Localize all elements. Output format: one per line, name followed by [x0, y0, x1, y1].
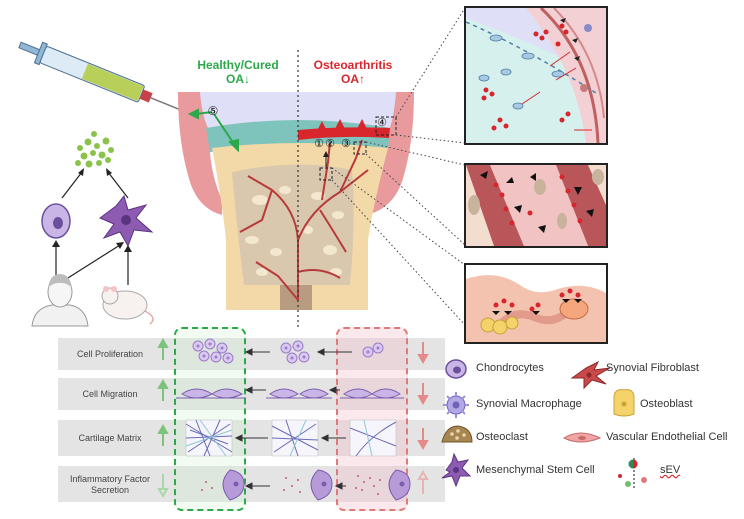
legend-synovial-fibroblast: Synovial Fibroblast — [606, 362, 699, 374]
row-label-matrix: Cartilage Matrix — [78, 433, 142, 443]
msc-source-icon — [99, 194, 154, 248]
marker-3: ③ — [341, 138, 351, 150]
row-label-proliferation: Cell Proliferation — [76, 349, 144, 359]
msc-legend-icon — [441, 452, 472, 488]
oa-title: Osteoarthritis — [313, 58, 393, 72]
human-icon — [31, 274, 89, 327]
synovium-left — [178, 92, 222, 215]
oa-damaged-layer — [298, 127, 390, 140]
row-label-migration: Cell Migration — [82, 389, 138, 399]
marker-5: ⑤ — [208, 104, 219, 118]
trend-arrow-up-icon — [157, 337, 169, 446]
oa-arrows — [317, 118, 367, 135]
legend-vascular-endothelial: Vascular Endothelial Cell — [606, 431, 728, 443]
blood-vessels — [239, 139, 369, 301]
zoom-panel-bone — [464, 263, 608, 344]
sev-legend-icon — [618, 458, 647, 490]
matrix-healthy — [185, 419, 233, 457]
synovial-fibroblast-legend-icon — [570, 360, 611, 390]
legend-sev: sEV — [660, 464, 681, 476]
marker-1: ① — [314, 138, 324, 150]
legend-msc: Mesenchymal Stem Cell — [476, 464, 595, 476]
oa-header: Osteoarthritis OA↑ — [298, 58, 408, 86]
zoom-panel-synovium — [464, 6, 608, 145]
marker-2: ② — [325, 138, 335, 150]
chondrocyte-source-icon — [41, 203, 71, 239]
healthy-header: Healthy/Cured OA↓ — [183, 58, 293, 86]
callout-box-12 — [319, 167, 333, 181]
synovium-right — [370, 92, 414, 214]
osteoclast-legend-icon — [441, 425, 473, 443]
marker-4: ④ — [377, 117, 387, 129]
trend-arrow-down-icon — [417, 342, 429, 451]
chondrocyte-legend-icon — [445, 359, 467, 379]
synovial-macrophage-legend-icon — [443, 392, 469, 418]
row-label-inflammatory: Inflammatory Factor Secretion — [69, 474, 151, 495]
callout-box-3 — [353, 141, 367, 155]
vascular-endothelial-legend-icon — [562, 432, 602, 443]
osteoblast-legend-icon — [613, 389, 635, 417]
rat-icon — [101, 286, 154, 325]
matrix-oa — [349, 419, 397, 457]
legend-chondrocytes: Chondrocytes — [476, 362, 544, 374]
zoom-panel-vessels — [464, 163, 608, 248]
healthy-subtitle: OA↓ — [226, 72, 250, 86]
oa-subtitle: OA↑ — [341, 72, 365, 86]
legend-osteoclast: Osteoclast — [476, 431, 528, 443]
matrix-intermediate — [271, 419, 319, 457]
healthy-title: Healthy/Cured — [197, 58, 279, 72]
trend-arrow-up-red-icon — [417, 469, 429, 494]
legend-synovial-macrophage: Synovial Macrophage — [476, 398, 582, 410]
trend-arrow-down-green-icon — [157, 474, 169, 499]
healthy-arrows — [187, 108, 239, 153]
callout-box-4 — [375, 116, 397, 136]
legend-osteoblast: Osteoblast — [640, 398, 693, 410]
sev-cluster-icon — [75, 131, 114, 168]
syringe-icon — [18, 41, 215, 125]
